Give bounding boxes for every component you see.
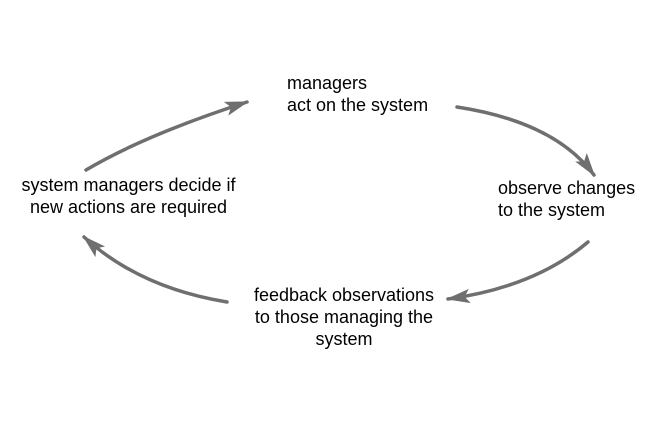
node-managers-decide-line2: new actions are required bbox=[29, 197, 228, 217]
arrow-feedback-to-decide-icon bbox=[82, 235, 229, 304]
node-feedback-observations-line2: to those managing the bbox=[254, 307, 434, 327]
node-managers-act-line1: managers bbox=[287, 73, 368, 93]
node-feedback-observations-line1: feedback observations bbox=[253, 285, 435, 305]
node-observe-changes: observe changes to the system bbox=[498, 177, 635, 221]
arrow-decide-to-act-icon bbox=[84, 100, 249, 172]
arrow-act-to-observe-icon bbox=[455, 105, 596, 177]
node-feedback-observations: feedback observations to those managing … bbox=[234, 284, 454, 350]
node-managers-act: managers act on the system bbox=[287, 72, 428, 116]
node-managers-decide: system managers decide if new actions ar… bbox=[8, 174, 249, 218]
node-managers-act-line2: act on the system bbox=[287, 95, 429, 115]
node-feedback-observations-line3: system bbox=[315, 329, 373, 349]
node-managers-decide-line1: system managers decide if bbox=[21, 175, 236, 195]
node-observe-changes-line2: to the system bbox=[498, 200, 606, 220]
arrow-observe-to-feedback-icon bbox=[446, 240, 590, 304]
node-observe-changes-line1: observe changes bbox=[498, 178, 636, 198]
